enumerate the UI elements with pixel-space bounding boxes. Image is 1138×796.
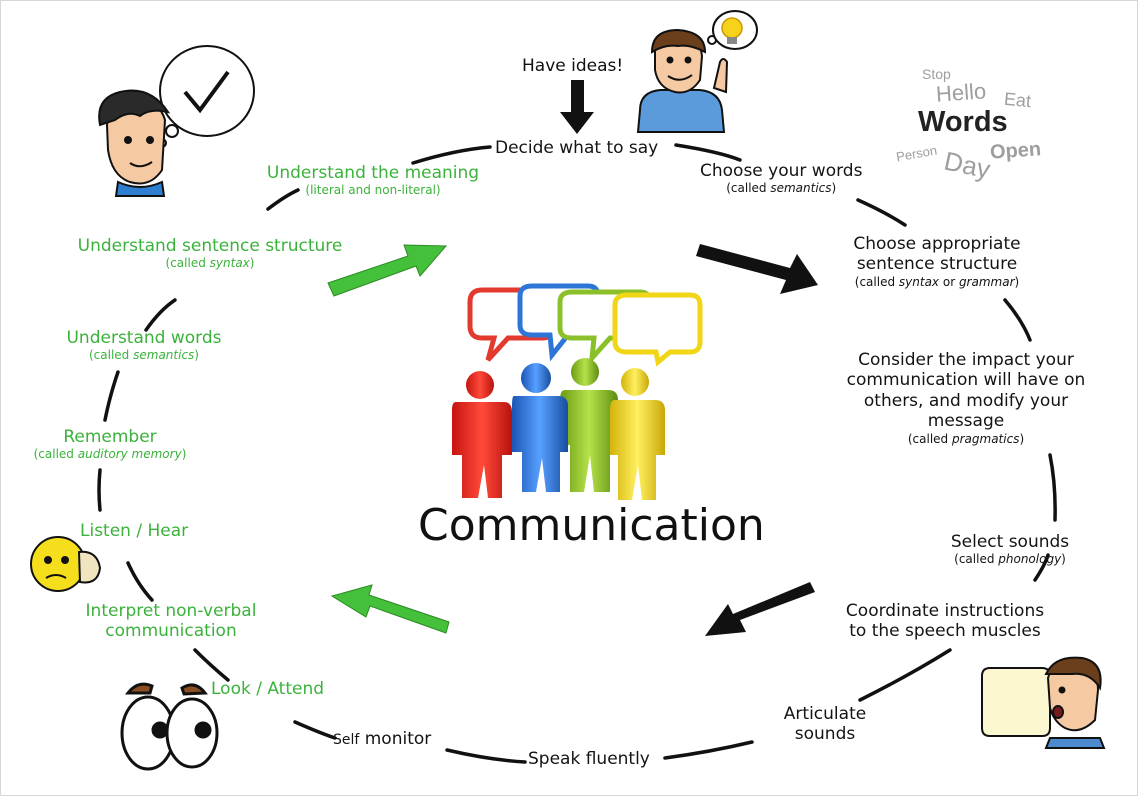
down-arrow [560,80,594,134]
step-understand-sentence-structure: Understand sentence structure (called sy… [77,236,343,271]
step-look-attend: Look / Attend [211,679,325,699]
step-understand-meaning: Understand the meaning (literal and non-… [266,163,480,198]
step-self-monitor: Self monitor [333,729,432,749]
green-arrow-understand [327,244,448,297]
word-cloud: Stop Hello Eat Words Person Day Open [895,66,1058,186]
step-articulate-sounds: Articulate sounds [783,704,867,745]
cloud-word-hello: Hello [935,78,987,107]
have-ideas-label: Have ideas! [522,56,624,76]
person-blue [512,363,568,492]
black-arrow-expressive [696,244,818,294]
cloud-word-stop: Stop [922,66,951,82]
step-remember: Remember (called auditory memory) [33,427,187,462]
eyes-icon [120,682,219,771]
black-arrow-return [705,582,815,636]
cycle-ring [97,143,1057,764]
person-yellow [610,368,665,500]
step-choose-words: Choose your words (called semantics) [700,161,863,196]
speaking-man-icon [981,656,1106,749]
lightbulb-icon [721,17,743,44]
green-arrow-interpret [330,584,450,634]
speech-bubbles-icon [467,283,703,367]
step-understand-words: Understand words (called semantics) [66,328,222,363]
step-speak-fluently: Speak fluently [528,749,650,769]
person-red [452,371,512,498]
step-interpret-nonverbal: Interpret non-verbal communication [85,601,257,642]
diagram-title: Communication [418,500,765,551]
thinking-boy-icon [98,45,255,197]
cloud-word-main: Words [918,106,1008,138]
worried-face-icon [30,536,102,592]
step-coordinate-instructions: Coordinate instructions to the speech mu… [845,601,1045,642]
person-green [560,358,618,492]
cloud-word-day: Day [941,145,993,185]
cloud-word-open: Open [989,138,1042,164]
step-decide-what-to-say: Decide what to say [495,138,659,158]
people-group-icon [452,358,665,500]
step-select-sounds: Select sounds (called phonology) [950,532,1070,567]
step-choose-sentence-structure: Choose appropriate sentence structure (c… [853,234,1021,289]
step-consider-impact: Consider the impact your communication w… [846,350,1086,446]
step-listen-hear: Listen / Hear [80,521,189,541]
